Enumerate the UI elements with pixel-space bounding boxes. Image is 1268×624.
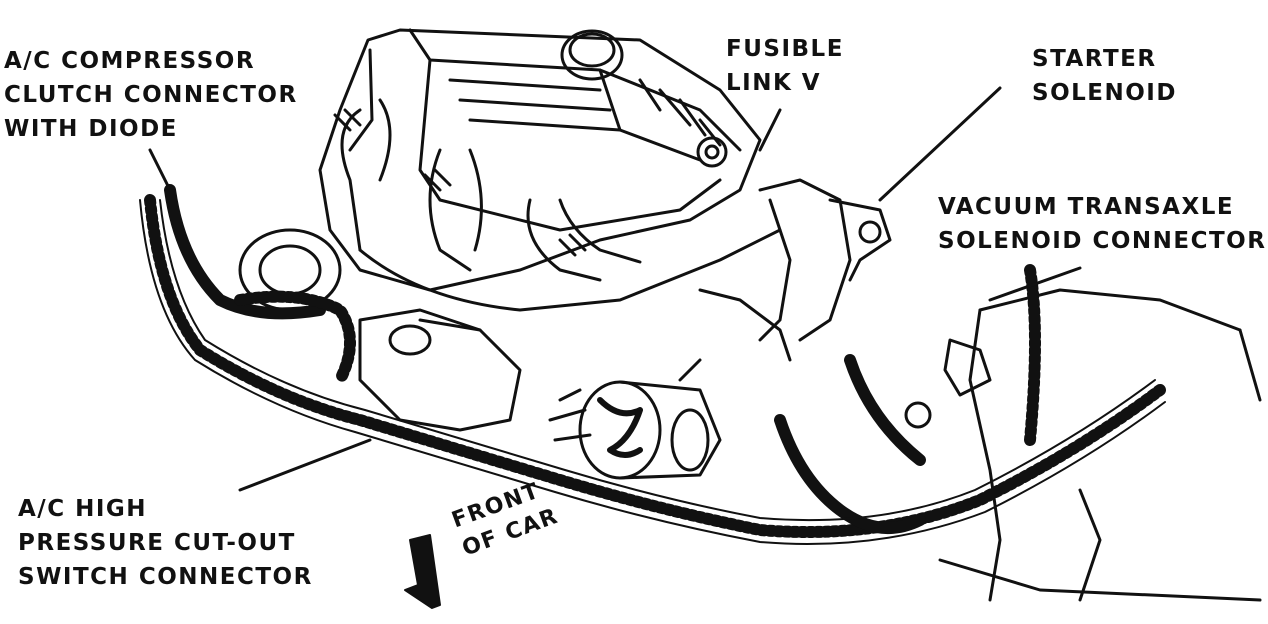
starter-motor — [548, 380, 722, 480]
label-line: SOLENOID CONNECTOR — [938, 228, 1267, 254]
engine-block — [318, 28, 762, 292]
label-line: STARTER — [1032, 46, 1157, 72]
label-line: CLUTCH CONNECTOR — [4, 82, 298, 108]
transaxle — [904, 288, 1262, 602]
label-line: PRESSURE CUT-OUT — [18, 530, 296, 556]
callout-leader-lines — [148, 86, 1082, 492]
exhaust-manifold — [333, 98, 782, 312]
fusible-link-label: FUSIBLE LINK V — [726, 32, 844, 100]
starter-solenoid-label: STARTER SOLENOID — [1032, 42, 1177, 110]
label-line: FUSIBLE — [726, 36, 844, 62]
engine-mount — [698, 178, 892, 362]
label-line: WITH DIODE — [4, 116, 178, 142]
front-of-car-arrow — [404, 534, 441, 609]
ac-compressor-clutch-connector-label: A/C COMPRESSOR CLUTCH CONNECTOR WITH DIO… — [4, 44, 298, 146]
harness-outline — [139, 199, 1166, 545]
label-line: A/C HIGH — [18, 496, 148, 522]
label-line: LINK V — [726, 70, 822, 96]
oil-filler-cap — [560, 29, 728, 168]
vacuum-transaxle-solenoid-label: VACUUM TRANSAXLE SOLENOID CONNECTOR — [938, 190, 1266, 258]
ac-compressor-body — [238, 228, 522, 432]
label-line: SOLENOID — [1032, 80, 1177, 106]
label-line: VACUUM TRANSAXLE — [938, 194, 1235, 220]
ac-high-pressure-switch-label: A/C HIGH PRESSURE CUT-OUT SWITCH CONNECT… — [18, 492, 313, 594]
label-line: SWITCH CONNECTOR — [18, 564, 313, 590]
label-line: A/C COMPRESSOR — [4, 48, 256, 74]
